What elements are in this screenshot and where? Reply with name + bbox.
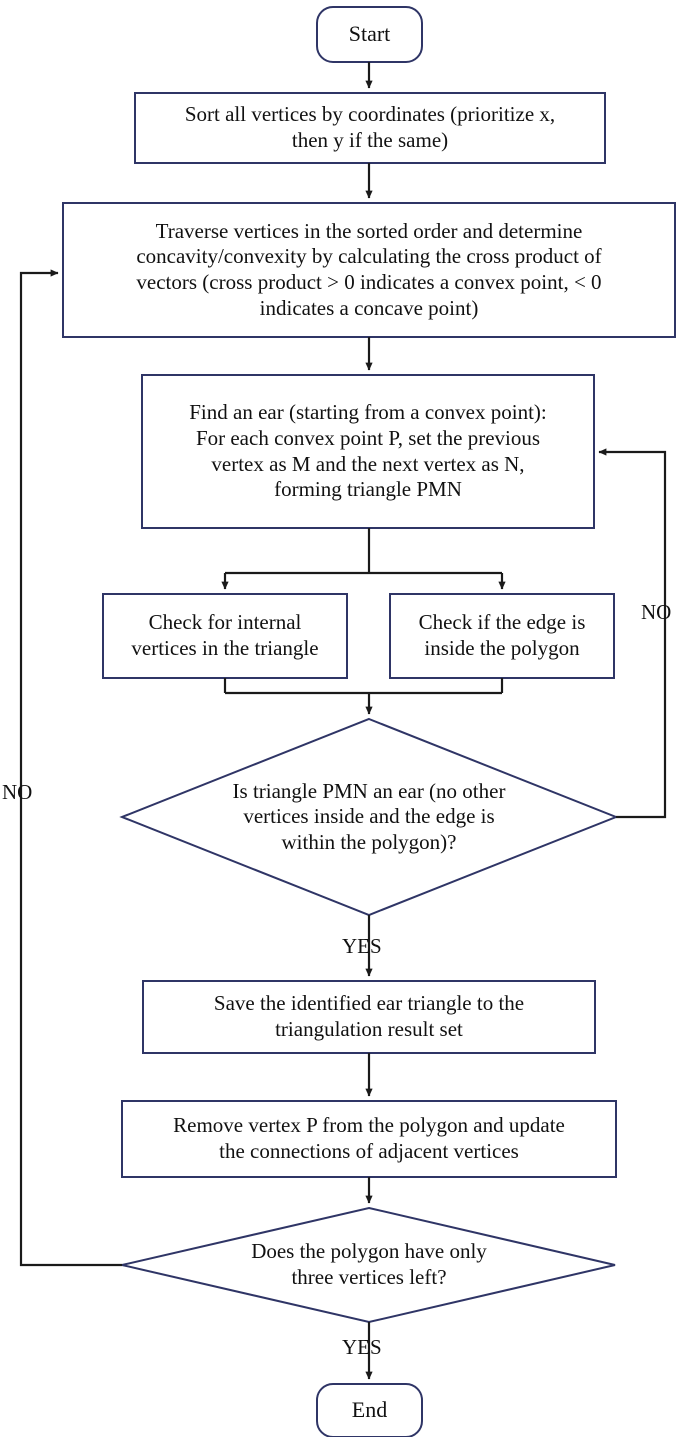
edge-label-is-ear-yes: YES	[342, 934, 382, 958]
node-check-edge-shape	[389, 593, 615, 679]
node-three-left-shape	[121, 1206, 616, 1324]
node-traverse-shape	[62, 202, 676, 338]
node-end-shape	[316, 1383, 423, 1437]
node-sort-shape	[134, 92, 606, 164]
edge-label-three-left-yes: YES	[342, 1335, 382, 1359]
edge-is-ear-no-loop	[598, 448, 667, 819]
node-remove-vertex-shape	[121, 1100, 617, 1178]
node-check-internal-shape	[102, 593, 348, 679]
edge-three-left-no-loop	[19, 269, 122, 1267]
node-find-ear-shape	[141, 374, 595, 529]
edge-label-three-left-no: NO	[2, 780, 33, 804]
edge-label-is-ear-no: NO	[641, 600, 672, 624]
node-save-ear-shape	[142, 980, 596, 1054]
node-start-shape	[316, 6, 423, 63]
node-is-ear-shape	[119, 717, 619, 917]
